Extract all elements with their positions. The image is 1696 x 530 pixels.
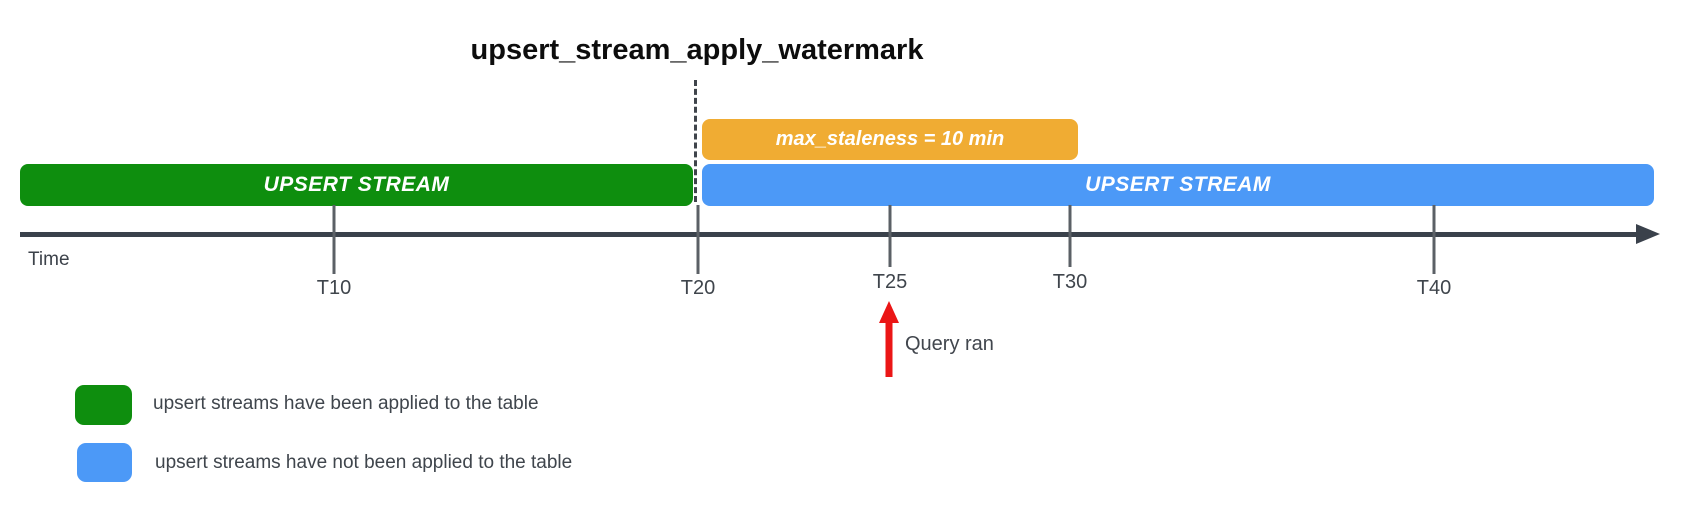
tick-t40	[1432, 205, 1436, 274]
tick-t10	[332, 205, 336, 274]
upsert-stream-not-applied-bar: UPSERT STREAM	[702, 164, 1654, 206]
time-axis-label: Time	[28, 249, 70, 270]
query-ran-arrow-shaft	[885, 321, 893, 377]
time-axis-arrowhead-icon	[1636, 224, 1660, 244]
query-ran-label: Query ran	[905, 333, 994, 355]
legend-swatch-not-applied	[77, 443, 132, 482]
upsert-stream-not-applied-label: UPSERT STREAM	[1085, 173, 1271, 196]
legend-label-applied: upsert streams have been applied to the …	[153, 393, 539, 414]
query-ran-arrow-icon	[879, 301, 899, 323]
time-axis-line	[20, 232, 1638, 237]
legend-swatch-applied	[75, 385, 132, 425]
tick-label-t20: T20	[680, 277, 716, 299]
tick-t30	[1068, 205, 1072, 267]
max-staleness-bar: max_staleness = 10 min	[702, 119, 1078, 160]
tick-t20	[696, 205, 700, 274]
upsert-stream-applied-label: UPSERT STREAM	[263, 173, 450, 196]
max-staleness-label: max_staleness = 10 min	[775, 128, 1005, 150]
watermark-dotted-line	[694, 80, 697, 202]
upsert-stream-applied-bar: UPSERT STREAM	[20, 164, 693, 206]
tick-label-t40: T40	[1416, 277, 1452, 299]
tick-label-t25: T25	[872, 271, 908, 293]
diagram-title: upsert_stream_apply_watermark	[470, 34, 924, 66]
tick-label-t10: T10	[316, 277, 352, 299]
tick-t25	[888, 205, 892, 267]
tick-label-t30: T30	[1052, 271, 1088, 293]
legend-label-not-applied: upsert streams have not been applied to …	[155, 452, 573, 473]
